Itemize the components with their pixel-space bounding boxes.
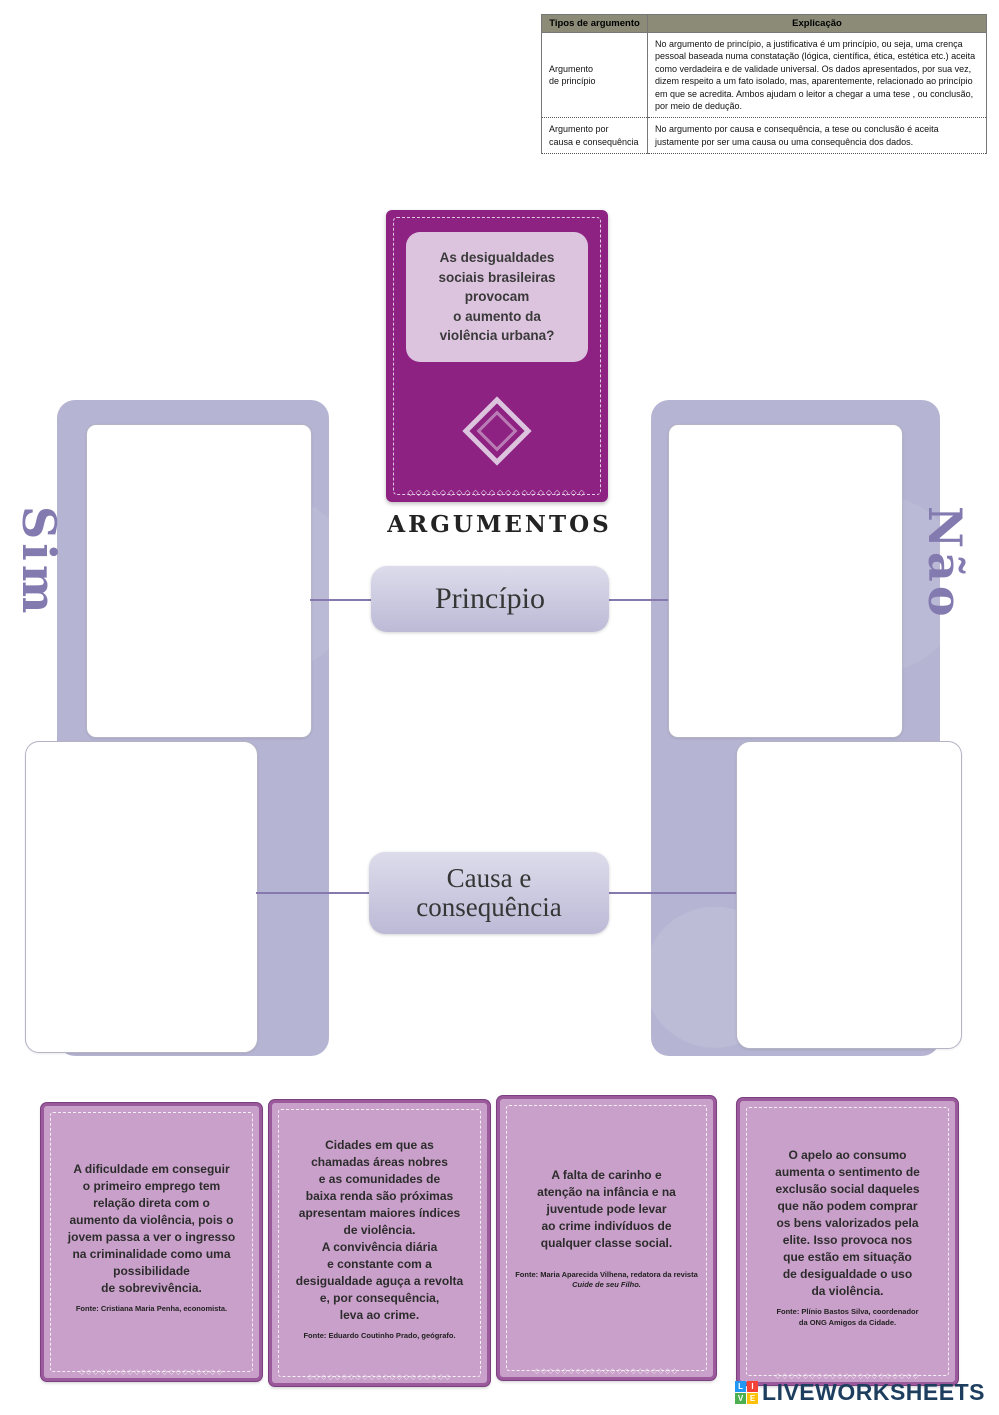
- diamond-pattern-row: ◇◇◇◇◇◇◇◇◇◇◇◇◇◇◇◇◇◇◇◇◇: [775, 1373, 920, 1380]
- liveworksheets-brand-text: LIVEWORKSHEETS: [762, 1379, 985, 1405]
- argument-types-table: Tipos de argumento Explicação Argumento …: [541, 14, 987, 155]
- table-header-tipo: Tipos de argumento: [541, 14, 648, 33]
- logo-square-l: L: [735, 1381, 747, 1392]
- argument-card-source: Fonte: Plínio Bastos Silva, coordenador …: [776, 1307, 919, 1327]
- argument-card-source-line: Fonte: Maria Aparecida Vilhena, redatora…: [515, 1269, 698, 1279]
- category-principio: Princípio: [371, 566, 609, 632]
- argument-card-text: A falta de carinho e atenção na infância…: [537, 1167, 676, 1251]
- diamond-pattern-row: ◇◇◇◇◇◇◇◇◇◇◇◇◇◇◇◇◇◇◇◇◇: [307, 1374, 452, 1381]
- question-text: As desigualdades sociais brasileiras pro…: [406, 232, 588, 362]
- drop-zone-sim-principio[interactable]: [86, 424, 312, 738]
- argument-card-4[interactable]: O apelo ao consumo aumenta o sentimento …: [737, 1098, 958, 1385]
- liveworksheets-logo-squares: L I V E: [735, 1381, 759, 1404]
- connector-line: [609, 599, 668, 601]
- logo-square-v: V: [735, 1393, 747, 1404]
- argument-card-source: Fonte: Cristiana Maria Penha, economista…: [75, 1304, 228, 1314]
- argument-card-text: O apelo ao consumo aumenta o sentimento …: [775, 1147, 920, 1299]
- sim-label: Sim: [12, 506, 66, 618]
- argumentos-title: ARGUMENTOS: [387, 511, 612, 538]
- argument-card-text: Cidades em que as chamadas áreas nobres …: [295, 1137, 464, 1322]
- table-row: Argumento por causa e consequência No ar…: [541, 117, 987, 154]
- diamond-icon: [462, 396, 532, 471]
- connector-line: [609, 892, 736, 894]
- question-card: As desigualdades sociais brasileiras pro…: [386, 210, 608, 502]
- table-header-row: Tipos de argumento Explicação: [541, 14, 987, 33]
- argument-card-2[interactable]: Cidades em que as chamadas áreas nobres …: [269, 1100, 490, 1386]
- liveworksheets-logo[interactable]: L I V E LIVEWORKSHEETS: [735, 1379, 985, 1406]
- table-cell-explicacao-causa: No argumento por causa e consequência, a…: [647, 117, 987, 154]
- table-row: Argumento de princípio No argumento de p…: [542, 32, 987, 118]
- connector-line: [310, 599, 371, 601]
- category-causa-consequencia: Causa e consequência: [369, 852, 609, 934]
- connector-line: [256, 892, 369, 894]
- argument-card-3[interactable]: A falta de carinho e atenção na infância…: [497, 1096, 716, 1380]
- diamond-pattern-row: ◇◇◇◇◇◇◇◇◇◇◇◇◇◇◇◇◇◇◇◇◇◇: [407, 488, 587, 497]
- logo-square-i: I: [747, 1381, 759, 1392]
- table-cell-tipo-principio: Argumento de princípio: [549, 63, 596, 87]
- table-cell-explicacao-principio: No argumento de princípio, a justificati…: [647, 32, 987, 118]
- argument-card-source: Fonte: Eduardo Coutinho Prado, geógrafo.: [303, 1330, 456, 1340]
- drop-zone-sim-causa[interactable]: [25, 741, 258, 1053]
- table-header-explicacao: Explicação: [647, 14, 987, 33]
- logo-square-e: E: [747, 1393, 759, 1404]
- argument-card-text: A dificuldade em conseguir o primeiro em…: [67, 1162, 236, 1296]
- nao-label: Não: [918, 506, 972, 621]
- drop-zone-nao-causa[interactable]: [736, 741, 962, 1049]
- table-cell-tipo-causa: Argumento por causa e consequência: [541, 117, 648, 154]
- argument-card-source-italic: Cuide de seu Filho.: [572, 1280, 641, 1290]
- argument-card-1[interactable]: A dificuldade em conseguir o primeiro em…: [41, 1103, 262, 1381]
- diamond-pattern-row: ◇◇◇◇◇◇◇◇◇◇◇◇◇◇◇◇◇◇◇◇◇: [534, 1368, 679, 1375]
- argument-card-source: Fonte: Maria Aparecida Vilhena, redatora…: [515, 1259, 698, 1301]
- drop-zone-nao-principio[interactable]: [668, 424, 903, 738]
- diamond-pattern-row: ◇◇◇◇◇◇◇◇◇◇◇◇◇◇◇◇◇◇◇◇◇: [79, 1369, 224, 1376]
